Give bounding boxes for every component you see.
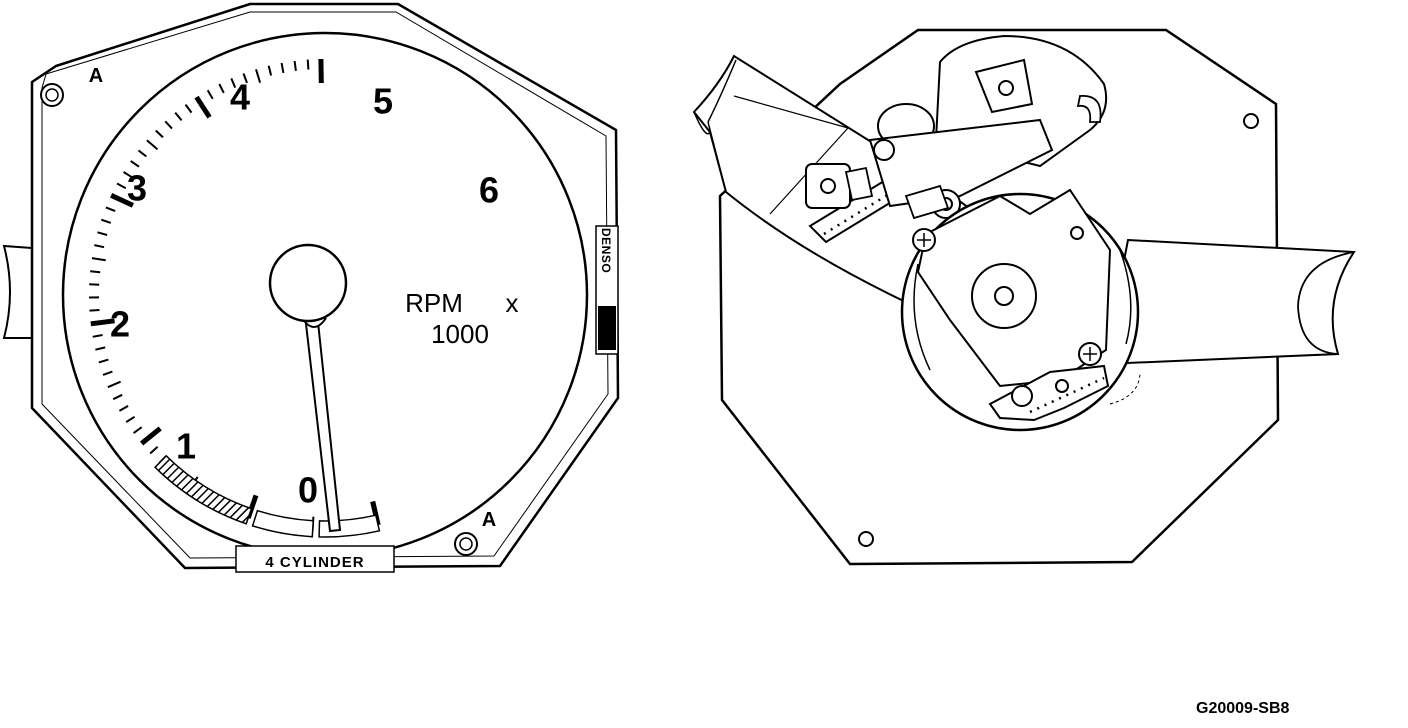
- minor-tick: [100, 218, 112, 224]
- minor-tick: [242, 73, 248, 84]
- major-tick: [140, 426, 162, 446]
- minor-tick: [105, 206, 116, 213]
- meter-movement-rim: [913, 249, 1132, 371]
- minor-tick: [133, 426, 143, 434]
- left-mounting-tab: [2, 244, 33, 339]
- rpm-scale-label: 1000: [431, 319, 489, 349]
- dial-label-2: 2: [110, 304, 130, 345]
- gauge-front-view: 0 1 2 3 4 5 6 RPM x 1000 A A 4 CYLINDER …: [2, 2, 620, 573]
- major-tick: [194, 95, 212, 119]
- minor-tick: [267, 65, 273, 76]
- dial-label-5: 5: [373, 81, 393, 122]
- movement-spindle: [994, 286, 1014, 306]
- minor-tick: [123, 171, 133, 179]
- minor-tick: [112, 393, 123, 401]
- lower-terminal-b: [1055, 379, 1069, 393]
- gauge-rear-view: [692, 28, 1356, 566]
- screw-hole-bottom-right: [454, 532, 478, 556]
- upper-lever-pin: [998, 80, 1014, 96]
- rpm-multiplier-label: x: [506, 288, 519, 318]
- corner-mark-top: A: [89, 65, 103, 87]
- minor-tick: [97, 231, 108, 236]
- needle-hub: [268, 243, 348, 323]
- minor-tick: [280, 62, 285, 74]
- minor-tick: [164, 120, 173, 130]
- major-tick: [110, 193, 134, 208]
- minor-tick: [107, 380, 121, 389]
- figure-code: G20009-SB8: [1196, 700, 1290, 717]
- minor-tick: [146, 139, 159, 151]
- dial-label-4: 4: [230, 77, 250, 118]
- minor-tick: [89, 309, 100, 312]
- brand-label: DENSO: [599, 228, 613, 273]
- redline-zone: [154, 454, 253, 525]
- brand-badge-bar: [598, 306, 616, 350]
- right-ribbon-curl: [1297, 251, 1355, 355]
- left-ribbon-fold: [693, 59, 737, 193]
- lower-terminal-dots: [1029, 376, 1105, 414]
- rpm-unit-label: RPM: [405, 288, 463, 318]
- terminal-pin-a: [873, 139, 895, 161]
- minor-tick: [230, 78, 237, 88]
- minor-tick: [306, 59, 310, 70]
- screw-hole-top-left: [40, 83, 64, 107]
- upper-clip: [1076, 95, 1102, 123]
- minor-tick: [94, 244, 105, 249]
- left-ribbon-inner-edge: [733, 95, 850, 215]
- minor-tick: [91, 257, 106, 262]
- cylinder-label: 4 CYLINDER: [265, 554, 364, 571]
- minor-tick: [255, 69, 262, 83]
- minor-tick: [118, 405, 129, 412]
- minor-tick: [174, 111, 183, 122]
- minor-tick: [293, 60, 297, 72]
- dial-label-6: 6: [479, 170, 499, 211]
- cylinder-label-plate: [235, 545, 395, 573]
- corner-mark-bottom: A: [482, 509, 496, 531]
- lower-screw-slot: [1083, 347, 1097, 361]
- rear-screw-hole-bottom: [858, 531, 874, 547]
- dial-label-1: 1: [176, 426, 196, 467]
- cover-screw-top-slot: [917, 233, 931, 247]
- lower-terminal-a: [1011, 385, 1033, 407]
- major-tick: [90, 318, 115, 327]
- minor-tick: [130, 160, 140, 168]
- terminal-pin-c: [820, 178, 836, 194]
- minor-tick: [184, 104, 193, 114]
- minor-tick: [149, 446, 159, 455]
- lamp-socket: [844, 166, 874, 202]
- minor-tick: [92, 334, 103, 338]
- minor-tick: [95, 346, 106, 351]
- dial-label-3: 3: [127, 168, 147, 209]
- linkage: [904, 184, 950, 220]
- minor-tick: [90, 270, 101, 274]
- minor-tick: [125, 415, 136, 423]
- minor-tick: [98, 358, 109, 364]
- minor-tick: [206, 89, 214, 100]
- center-arm: [868, 118, 1054, 208]
- screw-hole-bottom-right-inner: [459, 537, 473, 551]
- caution-zone-1: [251, 509, 314, 538]
- minor-tick: [137, 149, 148, 158]
- dashed-pivot-arc: [1109, 371, 1141, 405]
- minor-tick: [116, 182, 127, 190]
- minor-tick: [155, 129, 164, 139]
- minor-tick: [218, 83, 225, 94]
- minor-tick: [102, 370, 113, 376]
- screw-hole-top-left-inner: [45, 88, 59, 102]
- dial-label-0: 0: [298, 470, 318, 511]
- right-circuit-ribbon: [1102, 238, 1356, 366]
- rear-screw-hole-top-right: [1243, 113, 1259, 129]
- cover-rivet: [1070, 226, 1084, 240]
- gauge-housing-inner-edge: [41, 11, 609, 559]
